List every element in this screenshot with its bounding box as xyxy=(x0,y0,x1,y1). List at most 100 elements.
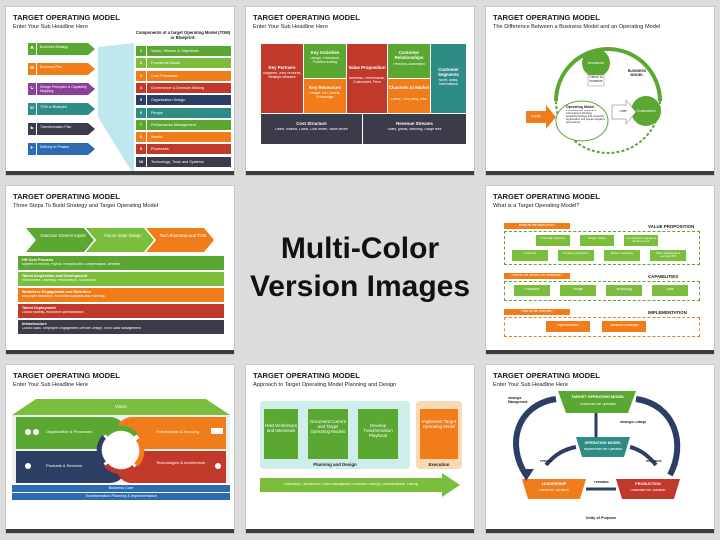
step-label: Tech Roadmap and TOM xyxy=(159,234,207,238)
slide-subtitle: Enter Your Sub Headline Here xyxy=(13,382,88,388)
hr-row xyxy=(18,272,224,286)
component-label: Processes xyxy=(151,147,169,152)
operating-model-desc: Processes and equipment information tech… xyxy=(566,110,605,124)
component-num-box xyxy=(136,107,146,118)
hr-row xyxy=(18,256,224,270)
component-bar xyxy=(147,58,231,69)
vp-box-label: Value (Sales/client service)/TM xyxy=(655,252,681,259)
top-box-body: Shore/Rain the Operation xyxy=(579,403,617,406)
hr-row-body: Global Mobility, Workforce Administratio… xyxy=(22,311,84,314)
capabilities-heading: CAPABILITIES xyxy=(648,274,679,279)
slide-2[interactable]: TARGET OPERATING MODEL Enter Your Sub He… xyxy=(245,6,475,176)
step-box-label: Implement Target Operating Model xyxy=(422,419,456,430)
item-label: Delivery in Phases xyxy=(40,145,69,149)
execution-label: Execution xyxy=(428,462,450,467)
cap-box xyxy=(652,285,688,296)
letter-tab xyxy=(28,83,36,95)
step-box-label: Document Current and Target Operating Mo… xyxy=(310,419,346,435)
middle-box-body: Implement/in the Operation xyxy=(583,448,623,451)
letter-label: E xyxy=(30,126,34,131)
slide-title: TARGET OPERATING MODEL xyxy=(13,13,120,22)
vp-box xyxy=(558,250,594,261)
cap-box xyxy=(514,285,550,296)
slide-6[interactable]: TARGET OPERATING MODEL Enter Your Sub He… xyxy=(5,364,235,534)
component-num: 9 xyxy=(139,147,143,152)
item-label: Design Principles & Capability Mapping xyxy=(40,85,87,94)
cell-head: Value Proposition xyxy=(348,65,386,70)
component-num-box xyxy=(136,119,146,130)
offer-label: Offer xyxy=(619,110,627,113)
document-box xyxy=(308,409,348,459)
cap-box-label: People xyxy=(573,288,583,291)
letter-tab xyxy=(28,63,36,75)
cell-body: Suppliers, Joint Ventures, Strategic all… xyxy=(262,72,302,79)
component-num-box xyxy=(136,82,146,93)
hr-row xyxy=(18,288,224,302)
component-label: Core Processes xyxy=(151,73,179,78)
component-num: 1 xyxy=(139,49,143,53)
vp-box-label: Potential Initiatives xyxy=(540,237,566,240)
component-bar xyxy=(147,95,231,106)
component-num: 5 xyxy=(139,98,143,103)
vp-box-label: Product proposition xyxy=(563,252,589,255)
leadership-arrow xyxy=(260,473,460,497)
slide-subtitle: What is a Target Operating Model? xyxy=(493,203,580,209)
letter-label: F xyxy=(30,146,34,151)
slide-title: TARGET OPERATING MODEL xyxy=(253,13,360,22)
cell-head: Key Partners xyxy=(268,65,296,70)
slide-4[interactable]: TARGET OPERATING MODEL Three Steps To Bu… xyxy=(5,185,235,355)
cap-box-label: Technology xyxy=(615,288,633,291)
canvas-customer-relationships xyxy=(388,44,430,78)
component-label: Technology, Tools and Systems xyxy=(151,159,204,164)
slide-subtitle: Three Steps To Build Strategy and Target… xyxy=(13,203,159,209)
slide-1[interactable]: TARGET OPERATING MODEL Enter Your Sub He… xyxy=(5,6,235,176)
strategic-label: Strategic Management xyxy=(508,397,528,404)
component-bar xyxy=(147,46,231,56)
slide-7[interactable]: TARGET OPERATING MODEL Approach to Targe… xyxy=(245,364,475,534)
transformation-label: Transformation Planning & Implementation xyxy=(85,494,157,498)
item-label: Transformation Plan xyxy=(40,125,72,129)
left-box-body: Define the Operation xyxy=(539,489,569,492)
component-bar xyxy=(147,82,231,93)
middle-box-head: OPERATING MODEL xyxy=(584,441,622,445)
unity-label: Unity of Purpose xyxy=(585,516,617,520)
vp-box-label: Customer xyxy=(523,252,537,255)
cell-body: Direct, Indirect, Loans, Cost driven, Va… xyxy=(275,128,348,131)
top-box-head: TARGET OPERATING MODEL xyxy=(571,395,625,399)
component-num: 4 xyxy=(139,85,143,90)
step-label: Future State Design xyxy=(104,234,142,238)
letter-tab xyxy=(28,103,36,115)
cell-body: Direct, Third party, Web xyxy=(391,98,427,101)
letter-label: D xyxy=(30,106,34,111)
component-num-box xyxy=(136,132,146,143)
hr-row-head: Talent Acquisition and Development xyxy=(22,274,88,278)
item-label: Business Strategy xyxy=(40,45,69,49)
impl-box-label: Implementation xyxy=(557,324,579,327)
component-label: Performance Management xyxy=(151,122,196,127)
slide-5[interactable]: TARGET OPERATING MODEL What is a Target … xyxy=(485,185,715,355)
cell-body: Personal, Automated xyxy=(393,63,425,66)
cell-head: Revenue Streams xyxy=(396,121,433,126)
supply-label: Supply xyxy=(531,115,541,118)
slide-8[interactable]: TARGET OPERATING MODEL Enter Your Sub He… xyxy=(485,364,715,534)
vp-box-label: Brand marketing xyxy=(610,252,633,255)
impl-box xyxy=(546,321,590,332)
operating-model-pyramid xyxy=(513,391,681,499)
implement-box xyxy=(420,409,458,459)
canvas-channels xyxy=(388,79,430,113)
letter-tab xyxy=(28,123,36,135)
slide-3[interactable]: TARGET OPERATING MODEL The Difference Be… xyxy=(485,6,715,176)
item-arrow xyxy=(37,103,95,115)
vp-box xyxy=(604,250,640,261)
cap-box xyxy=(560,285,596,296)
hr-row-head: Talent Deployment xyxy=(22,306,56,310)
canvas-customer-segments xyxy=(431,44,466,113)
vision-label: Vision xyxy=(115,404,127,409)
business-model-diagram xyxy=(526,47,662,154)
chevron-steps xyxy=(26,228,214,252)
change-label: Strategic Change xyxy=(620,421,647,424)
quadrant-label: Products & Services xyxy=(46,464,83,468)
relevance-label: Relevance xyxy=(646,460,662,463)
item-label: TOM or Blueprint xyxy=(40,105,67,109)
right-box-head: PRODUCTION xyxy=(635,482,661,486)
